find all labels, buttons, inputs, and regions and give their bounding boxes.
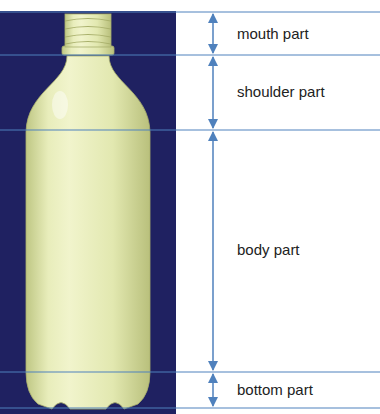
dimension-arrow: [212, 14, 214, 53]
division-line: [0, 12, 380, 13]
bottle-body: [26, 56, 150, 409]
highlight: [52, 91, 68, 119]
part-label: bottom part: [237, 381, 313, 399]
thread-stroke: [65, 19, 111, 22]
part-label: mouth part: [237, 25, 309, 43]
bottle-neck: [65, 14, 111, 47]
screw-thread: [65, 19, 111, 45]
dark-background: [0, 11, 176, 414]
division-line: [0, 372, 380, 373]
dimension-arrow: [212, 57, 214, 128]
dimension-arrows: [212, 14, 214, 406]
thread-stroke: [65, 42, 111, 45]
dimension-arrow: [212, 374, 214, 406]
dimension-arrow: [212, 132, 214, 370]
part-label: body part: [237, 241, 300, 259]
thread-stroke: [65, 27, 111, 30]
division-lines: [0, 12, 380, 408]
division-line: [0, 55, 380, 56]
part-label: shoulder part: [237, 83, 325, 101]
division-line: [0, 408, 380, 409]
thread-stroke: [65, 35, 111, 38]
division-line: [0, 130, 380, 131]
